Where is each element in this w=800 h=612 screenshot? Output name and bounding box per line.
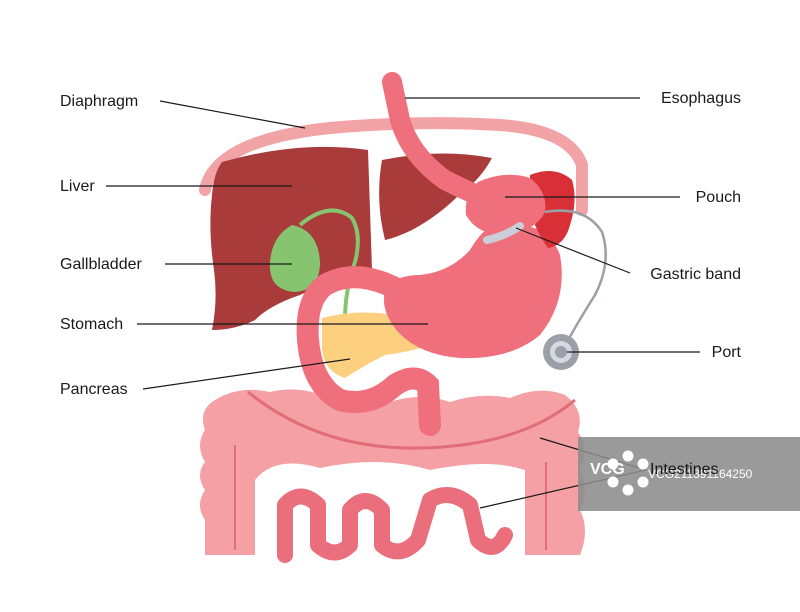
leader-diaphragm <box>159 100 306 129</box>
labels: Diaphragm Liver Gallbladder Stomach Panc… <box>60 90 742 478</box>
gastric-band-shape <box>483 222 524 244</box>
label-gallbladder: Gallbladder <box>60 256 143 273</box>
watermark-background <box>578 437 800 511</box>
label-esophagus: Esophagus <box>661 90 741 107</box>
label-intestines: Intestines <box>650 461 718 478</box>
label-pouch: Pouch <box>696 189 741 206</box>
watermark-logo-icon <box>607 450 649 496</box>
label-stomach: Stomach <box>60 316 123 333</box>
leader-gastric-band <box>515 227 631 274</box>
colon-crease <box>247 390 576 450</box>
label-port: Port <box>712 344 742 361</box>
duodenum-loop <box>296 266 441 436</box>
gallbladder <box>269 208 360 351</box>
pouch-shape <box>465 174 546 235</box>
watermark-code: VCG211391164250 <box>648 467 753 481</box>
port-assembly <box>543 209 607 370</box>
gallbladder-shape <box>269 225 320 292</box>
bile-duct <box>298 208 360 351</box>
label-diaphragm: Diaphragm <box>60 93 138 110</box>
liver-left-lobe <box>379 153 492 240</box>
label-liver: Liver <box>60 178 95 195</box>
port-center <box>555 346 567 358</box>
watermark-brand: VCG <box>590 461 625 478</box>
leader-lines <box>106 97 700 509</box>
label-pancreas: Pancreas <box>60 381 128 398</box>
stomach-body <box>383 224 562 359</box>
leader-pancreas <box>142 358 351 390</box>
label-gastric-band: Gastric band <box>650 266 741 283</box>
stomach <box>296 72 575 436</box>
small-intestine-loops <box>277 487 513 563</box>
large-intestine <box>200 389 585 555</box>
watermark: VCG VCG211391164250 <box>578 437 800 511</box>
port-tubing <box>544 209 607 343</box>
pouch-dark <box>530 171 575 248</box>
small-intestine <box>277 487 513 563</box>
